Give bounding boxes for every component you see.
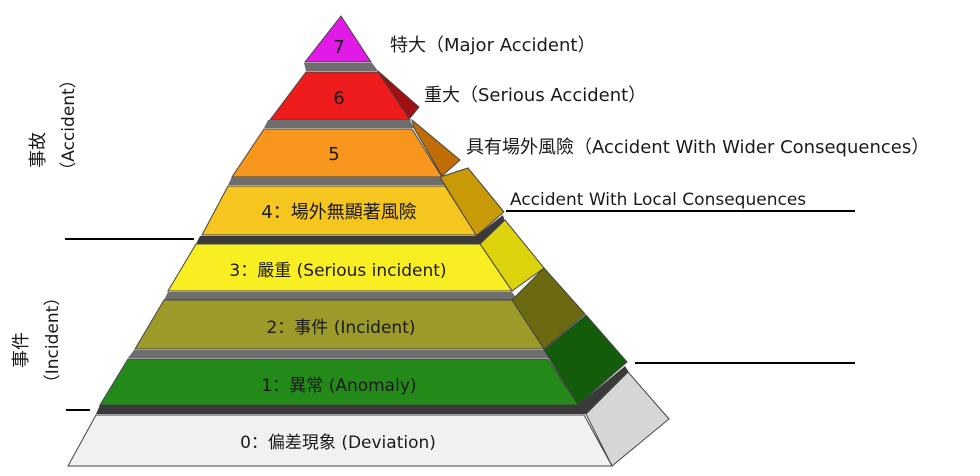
level-0-label: 0：偏差現象 (Deviation) bbox=[240, 433, 436, 453]
level-3-face bbox=[167, 243, 513, 292]
level-2-label: 2：事件 (Incident) bbox=[266, 318, 415, 338]
level-4-face bbox=[201, 185, 477, 236]
level-0-face bbox=[67, 414, 613, 467]
annotation-level-4: Accident With Local Consequences bbox=[510, 190, 806, 210]
level-7: 7 bbox=[303, 15, 372, 63]
level-1-label: 1：異常 (Anomaly) bbox=[261, 376, 416, 396]
level-3-label: 3：嚴重 (Serious incident) bbox=[229, 261, 446, 281]
level-3: 3：嚴重 (Serious incident) bbox=[167, 219, 545, 292]
incident-label-en: （Incident） bbox=[43, 289, 63, 392]
separator-4-3 bbox=[196, 215, 505, 244]
level-4-label: 4：場外無顯著風險 bbox=[261, 202, 416, 223]
level-5-label: 5 bbox=[328, 144, 339, 165]
level-4: 4：場外無顯著風險 bbox=[201, 167, 505, 237]
annotation-level-6: 重大（Serious Accident） bbox=[424, 85, 646, 106]
annotation-level-7: 特大（Major Accident） bbox=[390, 35, 595, 56]
annotation-level-5: 具有場外風險（Accident With Wider Consequences） bbox=[466, 137, 929, 158]
separator-7-6 bbox=[304, 63, 378, 71]
accident-label-en: （Accident） bbox=[59, 71, 79, 178]
separator-1-0 bbox=[96, 366, 630, 414]
level-1: 1：異常 (Anomaly) bbox=[99, 314, 628, 406]
separator-2-1 bbox=[128, 350, 550, 358]
separator-3-2 bbox=[164, 292, 518, 300]
level-0: 0：偏差現象 (Deviation) bbox=[67, 371, 670, 467]
separator-5-4 bbox=[228, 177, 445, 185]
level-2: 2：事件 (Incident) bbox=[134, 267, 586, 350]
level-6: 6 bbox=[269, 70, 420, 121]
level-7-label: 7 bbox=[333, 37, 344, 58]
level-0-side bbox=[585, 371, 670, 467]
level-2-face bbox=[134, 299, 545, 350]
incident-label-zh: 事件 bbox=[11, 332, 32, 368]
level-6-label: 6 bbox=[333, 88, 344, 109]
accident-label-zh: 事故 bbox=[28, 132, 49, 168]
level-7-face bbox=[303, 15, 372, 63]
level-5: 5 bbox=[231, 118, 461, 178]
separator-6-5 bbox=[264, 120, 414, 128]
level-1-side bbox=[543, 314, 628, 406]
